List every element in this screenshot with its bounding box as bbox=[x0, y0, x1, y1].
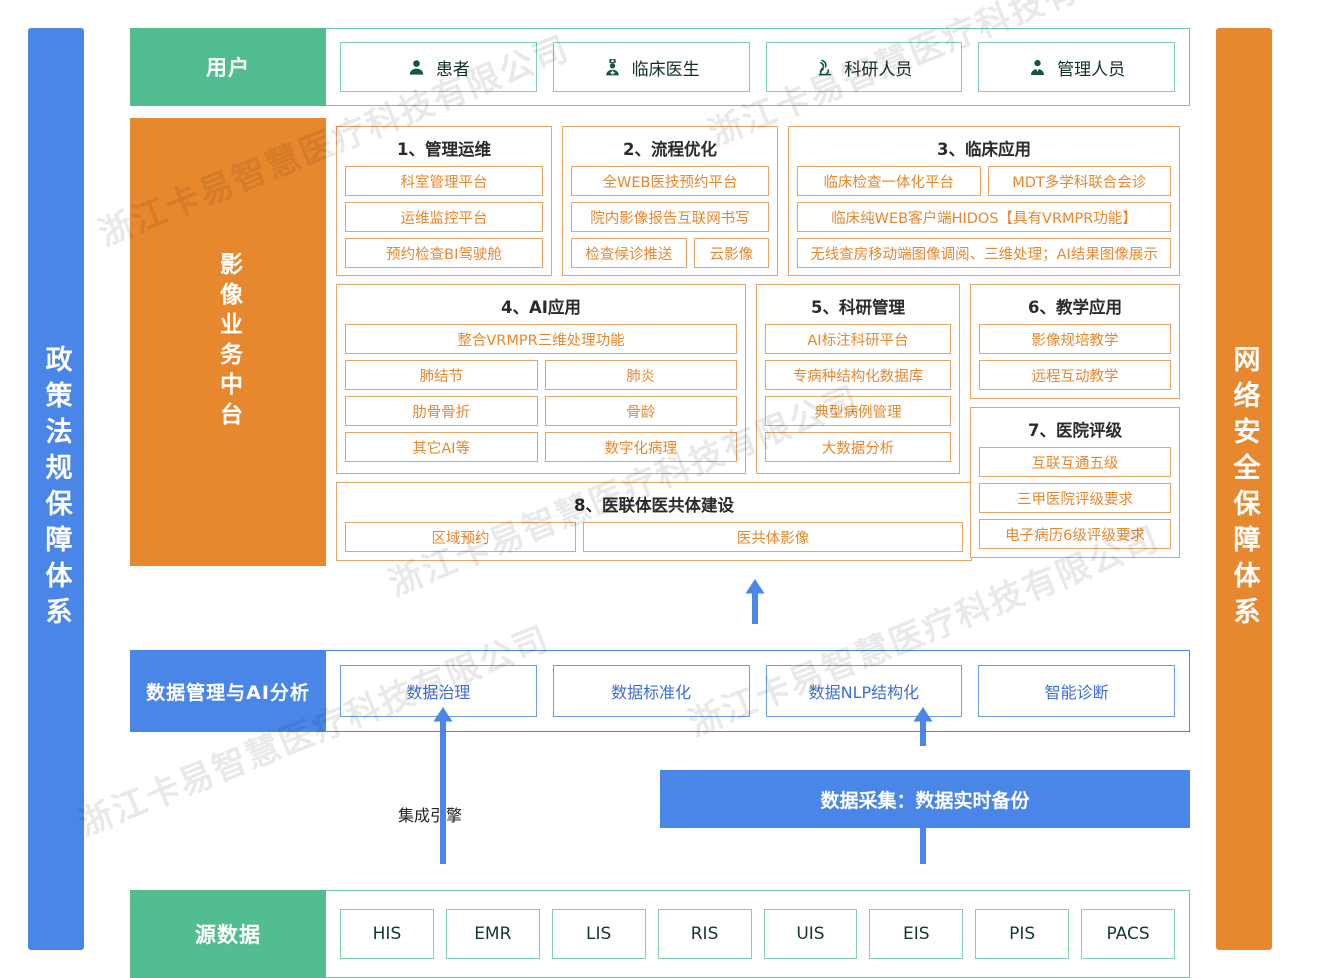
panel-item[interactable]: 肺结节 bbox=[345, 360, 538, 390]
panel-item[interactable]: 数字化病理 bbox=[544, 432, 737, 462]
user-chip-administrator[interactable]: 管理人员 bbox=[978, 42, 1175, 92]
panel-item[interactable]: 专病种结构化数据库 bbox=[765, 360, 951, 390]
data-management-label: 数据管理与AI分析 bbox=[130, 650, 326, 732]
panel-item[interactable]: 医共体影像 bbox=[583, 522, 963, 552]
users-list: 患者 临床医生 bbox=[326, 28, 1190, 106]
panel-item[interactable]: 整合VRMPR三维处理功能 bbox=[345, 324, 737, 354]
source-data-label: 源数据 bbox=[130, 890, 326, 978]
panel-item[interactable]: 检查候诊推送 bbox=[571, 238, 687, 268]
panel-ai-application: 4、AI应用 整合VRMPR三维处理功能 肺结节 肺炎 肋骨骨折 骨龄 其它AI… bbox=[336, 284, 746, 474]
data-management-item[interactable]: 数据标准化 bbox=[552, 665, 750, 717]
panel-title: 8、医联体医共体建设 bbox=[574, 496, 734, 515]
panel-clinical-application: 3、临床应用 临床检查一体化平台 MDT多学科联合会诊 临床纯WEB客户端HID… bbox=[788, 126, 1180, 276]
panel-item[interactable]: 临床检查一体化平台 bbox=[797, 166, 981, 196]
network-security-bar: 网络安全保障体系 bbox=[1216, 28, 1272, 950]
panel-process-optimization: 2、流程优化 全WEB医技预约平台 院内影像报告互联网书写 检查候诊推送 云影像 bbox=[562, 126, 778, 276]
source-data-item[interactable]: PIS bbox=[975, 909, 1070, 959]
panel-title: 4、AI应用 bbox=[501, 298, 581, 317]
panel-item[interactable]: 骨龄 bbox=[544, 396, 737, 426]
panel-item[interactable]: 预约检查BI驾驶舱 bbox=[345, 238, 543, 268]
source-data-item[interactable]: RIS bbox=[657, 909, 752, 959]
user-chip-clinician[interactable]: 临床医生 bbox=[552, 42, 750, 92]
panel-row-1: 1、管理运维 科室管理平台 运维监控平台 预约检查BI驾驶舱 2、流程优化 全W… bbox=[336, 126, 1180, 276]
panel-hospital-rating: 7、医院评级 互联互通五级 三甲医院评级要求 电子病历6级评级要求 bbox=[970, 407, 1180, 558]
panel-item[interactable]: 远程互动教学 bbox=[979, 360, 1171, 390]
doctor-icon bbox=[603, 58, 622, 77]
policy-regulation-bar: 政策法规保障体系 bbox=[28, 28, 84, 950]
panel-item[interactable]: 互联互通五级 bbox=[979, 447, 1171, 477]
panel-item[interactable]: 电子病历6级评级要求 bbox=[979, 519, 1171, 549]
data-management-items: 数据治理 数据标准化 数据NLP结构化 智能诊断 bbox=[326, 650, 1190, 732]
user-chip-label: 管理人员 bbox=[1057, 59, 1126, 80]
panel-item[interactable]: 无线查房移动端图像调阅、三维处理；AI结果图像展示 bbox=[797, 238, 1171, 268]
panel-row-3: 8、医联体医共体建设 区域预约 医共体影像 bbox=[336, 482, 1180, 561]
panel-item[interactable]: MDT多学科联合会诊 bbox=[987, 166, 1171, 196]
network-security-bar-label: 网络安全保障体系 bbox=[1228, 345, 1260, 633]
panel-item[interactable]: 其它AI等 bbox=[345, 432, 538, 462]
source-data-item[interactable]: LIS bbox=[551, 909, 646, 959]
panel-item[interactable]: 云影像 bbox=[693, 238, 769, 268]
panel-title: 5、科研管理 bbox=[811, 298, 905, 317]
source-data-item[interactable]: EMR bbox=[445, 909, 540, 959]
panel-item[interactable]: 大数据分析 bbox=[765, 432, 951, 462]
panel-item[interactable]: 肺炎 bbox=[544, 360, 737, 390]
person-icon bbox=[407, 58, 426, 77]
manager-icon bbox=[1028, 58, 1047, 77]
panel-title: 6、教学应用 bbox=[1028, 298, 1122, 317]
panel-item[interactable]: 典型病例管理 bbox=[765, 396, 951, 426]
panel-column-teaching-rating: 6、教学应用 影像规培教学 远程互动教学 7、医院评级 互联互通五级 三甲医院评… bbox=[970, 284, 1180, 558]
imaging-midplatform-label: 影像业务中台 bbox=[215, 252, 242, 432]
panel-item[interactable]: 科室管理平台 bbox=[345, 166, 543, 196]
user-chip-patient[interactable]: 患者 bbox=[340, 42, 537, 92]
panel-row-2: 4、AI应用 整合VRMPR三维处理功能 肺结节 肺炎 肋骨骨折 骨龄 其它AI… bbox=[336, 284, 1180, 558]
data-management-band: 数据管理与AI分析 数据治理 数据标准化 数据NLP结构化 智能诊断 bbox=[130, 650, 1190, 732]
data-management-item[interactable]: 智能诊断 bbox=[978, 665, 1175, 717]
panel-item[interactable]: 全WEB医技预约平台 bbox=[571, 166, 769, 196]
panel-title: 2、流程优化 bbox=[623, 140, 717, 159]
user-chip-label: 患者 bbox=[435, 59, 470, 80]
imaging-midplatform-body: 1、管理运维 科室管理平台 运维监控平台 预约检查BI驾驶舱 2、流程优化 全W… bbox=[326, 118, 1190, 566]
policy-regulation-bar-label: 政策法规保障体系 bbox=[40, 345, 72, 633]
panel-teaching-application: 6、教学应用 影像规培教学 远程互动教学 bbox=[970, 284, 1180, 399]
arrow-up-datamgmt-to-midplatform bbox=[745, 579, 765, 624]
arrow-up-collection-to-datamgmt bbox=[913, 707, 933, 746]
panel-item[interactable]: 临床纯WEB客户端HIDOS【具有VRMPR功能】 bbox=[797, 202, 1171, 232]
connector-zone: 数据采集：数据实时备份 集成引擎 bbox=[130, 732, 1190, 890]
user-chip-label: 科研人员 bbox=[844, 59, 913, 80]
panel-item[interactable]: 院内影像报告互联网书写 bbox=[571, 202, 769, 232]
arrow-up-source-to-collection bbox=[913, 803, 933, 864]
panel-management-ops: 1、管理运维 科室管理平台 运维监控平台 预约检查BI驾驶舱 bbox=[336, 126, 552, 276]
panel-item[interactable]: 三甲医院评级要求 bbox=[979, 483, 1171, 513]
source-data-band: 源数据 HIS EMR LIS RIS UIS EIS PIS PACS bbox=[130, 890, 1190, 978]
panel-item[interactable]: AI标注科研平台 bbox=[765, 324, 951, 354]
source-data-item[interactable]: HIS bbox=[340, 909, 434, 959]
users-band-label: 用户 bbox=[130, 28, 326, 106]
panel-title: 3、临床应用 bbox=[937, 140, 1031, 159]
arrow-up-integration-engine bbox=[433, 707, 453, 864]
panel-item[interactable]: 区域预约 bbox=[345, 522, 577, 552]
data-collection-bar: 数据采集：数据实时备份 bbox=[660, 770, 1190, 828]
source-data-item[interactable]: EIS bbox=[869, 909, 964, 959]
main-column: 用户 患者 bbox=[130, 28, 1190, 978]
panel-title: 7、医院评级 bbox=[1028, 421, 1122, 440]
panel-item[interactable]: 影像规培教学 bbox=[979, 324, 1171, 354]
microscope-icon bbox=[815, 58, 834, 77]
panel-item[interactable]: 肋骨骨折 bbox=[345, 396, 538, 426]
imaging-midplatform-label-cell: 影像业务中台 bbox=[130, 118, 326, 566]
user-chip-researcher[interactable]: 科研人员 bbox=[765, 42, 963, 92]
imaging-midplatform-band: 影像业务中台 1、管理运维 科室管理平台 运维监控平台 预约检查BI驾驶舱 2、… bbox=[130, 118, 1190, 566]
panel-medical-alliance: 8、医联体医共体建设 区域预约 医共体影像 bbox=[336, 482, 972, 561]
source-data-item[interactable]: PACS bbox=[1081, 909, 1175, 959]
panel-item[interactable]: 运维监控平台 bbox=[345, 202, 543, 232]
panel-research-management: 5、科研管理 AI标注科研平台 专病种结构化数据库 典型病例管理 大数据分析 bbox=[756, 284, 960, 474]
user-chip-label: 临床医生 bbox=[631, 59, 700, 80]
source-data-items: HIS EMR LIS RIS UIS EIS PIS PACS bbox=[326, 890, 1190, 978]
integration-engine-label: 集成引擎 bbox=[398, 806, 463, 825]
data-management-item[interactable]: 数据治理 bbox=[340, 665, 537, 717]
data-management-item[interactable]: 数据NLP结构化 bbox=[765, 665, 963, 717]
source-data-item[interactable]: UIS bbox=[763, 909, 858, 959]
users-band: 用户 患者 bbox=[130, 28, 1190, 106]
panel-title: 1、管理运维 bbox=[397, 140, 491, 159]
